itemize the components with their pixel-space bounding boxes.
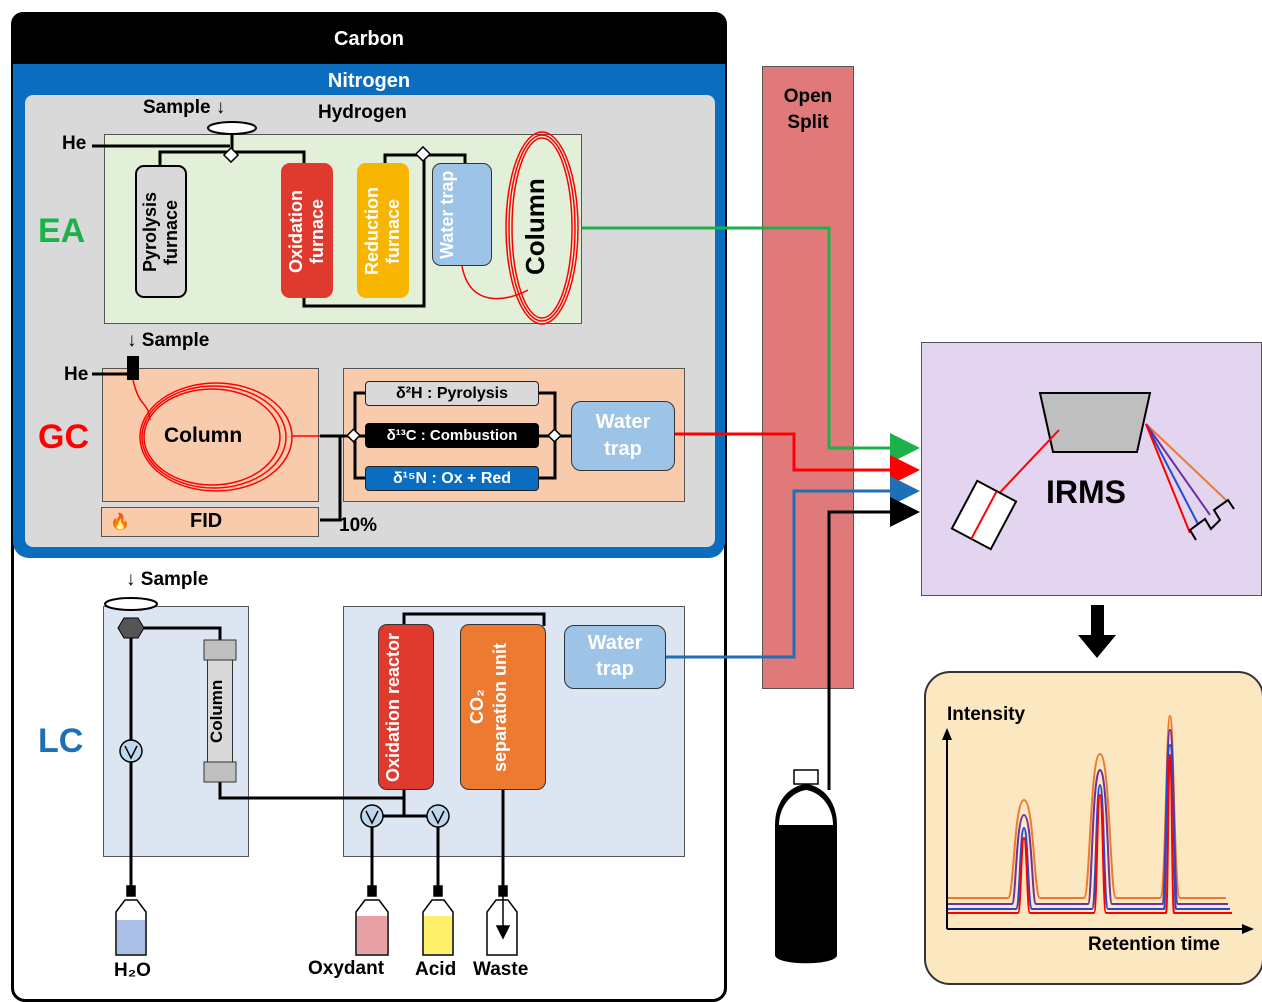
lc-water-trap-line1: Water xyxy=(587,632,643,654)
open-split-line2: Split xyxy=(787,112,829,133)
ea-oxidation-label: Oxidation furnace xyxy=(286,189,327,273)
open-split-line1: Open xyxy=(783,86,833,107)
ea-water-trap-label: Water trap xyxy=(437,170,457,260)
gc-water-trap-line1: Water xyxy=(595,411,651,433)
lc-sample-label: ↓ Sample xyxy=(126,569,209,590)
ea-reduction-label: Reduction furnace xyxy=(362,187,403,275)
irms-label: IRMS xyxy=(1046,474,1126,510)
irms-panel xyxy=(921,342,1262,596)
gc-path-c: δ¹³C : Combustion xyxy=(365,423,539,448)
gc-path-h: δ²H : Pyrolysis xyxy=(365,381,539,406)
ea-title: EA xyxy=(38,212,86,250)
gc-fid-box xyxy=(101,507,319,537)
reference-gas-label: Reference Gas xyxy=(778,853,821,945)
lc-oxidation-reactor xyxy=(378,624,434,790)
gc-fid-split-label: 10% xyxy=(339,515,378,536)
ea-column-label: Column xyxy=(520,178,550,276)
lc-h2o-label: H₂O xyxy=(114,960,151,981)
lc-water-trap xyxy=(564,625,666,689)
gc-path-n: δ¹⁵N : Ox + Red xyxy=(365,466,539,491)
lc-co2-separation-unit xyxy=(460,624,546,790)
lc-oxidation-reactor-label: Oxidation reactor xyxy=(383,632,403,782)
carbon-header xyxy=(11,12,727,64)
lc-acid-label: Acid xyxy=(415,959,457,980)
lc-water-trap-line2: trap xyxy=(596,658,634,680)
chromatogram-xlabel: Retention time xyxy=(1088,934,1220,955)
down-arrow-icon xyxy=(1078,605,1116,658)
hydrogen-label: Hydrogen xyxy=(318,102,407,123)
lc-co2-line1: CO₂ xyxy=(467,689,487,725)
lc-co2-line2: separation unit xyxy=(490,642,510,772)
nitrogen-label: Nitrogen xyxy=(327,70,411,92)
open-split-column xyxy=(762,66,854,689)
lc-title: LC xyxy=(38,722,84,760)
ea-water-trap xyxy=(432,163,492,266)
gc-sample-label: ↓ Sample xyxy=(127,330,210,351)
ea-sample-label: Sample ↓ xyxy=(143,97,226,118)
gc-column-label: Column xyxy=(164,424,243,447)
lc-oxydant-label: Oxydant xyxy=(308,958,385,979)
flame-icon: 🔥 xyxy=(110,514,130,531)
gc-fid-label: FID xyxy=(190,510,223,532)
gc-water-trap-line2: trap xyxy=(604,438,642,460)
gc-he-label: He xyxy=(64,364,89,385)
lc-column-label: Column xyxy=(207,679,226,743)
ea-pyrolysis-furnace xyxy=(135,165,187,298)
lc-column xyxy=(207,658,233,764)
chromatogram-ylabel: Intensity xyxy=(947,704,1026,725)
gc-title: GC xyxy=(38,418,89,456)
ea-pyrolysis-label: Pyrolysis furnace xyxy=(140,191,181,273)
lc-waste-label: Waste xyxy=(473,959,529,980)
ea-he-label: He xyxy=(62,133,87,154)
carbon-label: Carbon xyxy=(334,28,404,50)
